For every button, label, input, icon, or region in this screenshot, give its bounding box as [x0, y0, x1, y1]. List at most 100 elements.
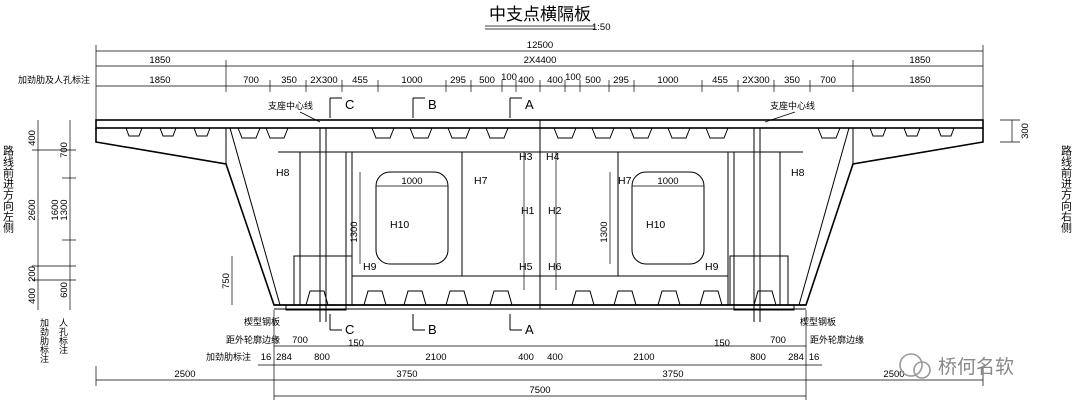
stiff-label-bottom: 加劲肋标注: [206, 351, 251, 363]
svg-text:1300: 1300: [59, 199, 70, 220]
section-c-bottom: C: [345, 322, 354, 337]
svg-text:H7: H7: [618, 175, 632, 187]
svg-text:800: 800: [750, 352, 766, 363]
svg-text:100: 100: [565, 72, 581, 83]
svg-text:H9: H9: [705, 261, 719, 273]
svg-text:H8: H8: [276, 167, 290, 179]
section-markers-bottom: [329, 314, 522, 331]
row3-ticks: [269, 80, 811, 92]
svg-text:400: 400: [518, 352, 534, 363]
support-line-right: 支座中心线: [770, 100, 815, 112]
section-b-top: B: [428, 97, 437, 112]
svg-text:700: 700: [243, 75, 259, 86]
right-dim-300: 300: [1020, 123, 1031, 139]
drawing-scale: 1:50: [592, 22, 611, 33]
wedge-plate-right-label: 楔型钢板: [800, 316, 836, 328]
manhole-right-width: 1000: [657, 176, 678, 187]
top-row3-dims: 1850 700 350 2X300 455 1000 295 500 100 …: [149, 72, 930, 86]
svg-text:400: 400: [27, 130, 38, 146]
svg-text:1600: 1600: [50, 199, 61, 220]
left-vertical-dims: 400 2600 200 400 700 1600 1300 600: [27, 120, 76, 310]
svg-text:200: 200: [27, 266, 38, 282]
manhole-left: [375, 171, 449, 265]
bottom-row2-dims: 2500 3750 3750 2500 7500: [95, 310, 984, 400]
svg-text:455: 455: [712, 75, 728, 86]
girder-outline: [95, 119, 984, 310]
svg-text:400: 400: [518, 75, 534, 86]
svg-text:295: 295: [613, 75, 629, 86]
top-u-ribs: [125, 127, 955, 139]
svg-text:3750: 3750: [662, 369, 683, 380]
svg-text:H2: H2: [548, 205, 562, 217]
row3-label: 加劲肋及人孔标注: [18, 74, 90, 86]
wedge-plate-left: [285, 304, 347, 311]
h-labels: H8 H3 H4 H8 H7 H7 H1 H2 H10 H10 H9 H5 H6…: [276, 151, 805, 273]
svg-text:1850: 1850: [909, 75, 930, 86]
svg-text:1000: 1000: [401, 75, 422, 86]
svg-text:500: 500: [479, 75, 495, 86]
section-c-top: C: [345, 97, 354, 112]
svg-text:284: 284: [788, 352, 804, 363]
outer-edge-right: 距外轮廓边缘: [810, 334, 864, 346]
svg-text:H6: H6: [548, 261, 562, 273]
svg-text:H10: H10: [390, 219, 409, 231]
svg-text:295: 295: [450, 75, 466, 86]
svg-text:2500: 2500: [174, 369, 195, 380]
svg-text:1850: 1850: [149, 75, 170, 86]
svg-text:400: 400: [547, 75, 563, 86]
manhole-left-width: 1000: [401, 176, 422, 187]
outer-edge-left: 距外轮廓边缘: [226, 334, 280, 346]
svg-text:2X300: 2X300: [742, 75, 769, 86]
svg-text:H1: H1: [521, 205, 535, 217]
svg-text:455: 455: [352, 75, 368, 86]
dim-bottom-total: 7500: [529, 385, 550, 396]
bearing-box-right: [729, 255, 789, 306]
dim-top-row2-right: 1850: [909, 55, 930, 66]
section-a-top: A: [525, 97, 534, 112]
support-line-left: 支座中心线: [268, 100, 313, 112]
svg-text:2600: 2600: [27, 199, 38, 220]
right-side-label: 路线前进方向右侧: [1060, 145, 1073, 234]
svg-text:1000: 1000: [657, 75, 678, 86]
left-side-label: 路线前进方向左侧: [2, 145, 15, 234]
svg-text:H8: H8: [791, 167, 805, 179]
left-vert-manhole-label: 人孔标注: [57, 318, 68, 354]
svg-text:700: 700: [59, 142, 70, 158]
svg-text:16: 16: [261, 352, 272, 363]
watermark-text: 桥何名软: [938, 356, 1014, 378]
svg-text:150: 150: [348, 338, 364, 349]
dim-top-total: 12500: [527, 40, 553, 51]
top-dimension-lines: [95, 45, 984, 120]
section-markers-top: [329, 97, 522, 118]
drawing-title: 中支点横隔板: [489, 5, 591, 25]
wedge-plate-left-label: 楔型钢板: [244, 316, 280, 328]
manhole-left-height: 1300: [349, 221, 360, 242]
dim-top-row2-left: 1850: [149, 55, 170, 66]
svg-text:800: 800: [314, 352, 330, 363]
manhole-right: [631, 171, 705, 265]
bottom-u-ribs: [305, 290, 777, 306]
svg-text:500: 500: [585, 75, 601, 86]
manhole-right-height: 1300: [599, 221, 610, 242]
svg-text:150: 150: [714, 338, 730, 349]
svg-text:2100: 2100: [633, 352, 654, 363]
lower-700-left: 700: [292, 335, 308, 346]
svg-text:16: 16: [809, 352, 820, 363]
left-vert-stiff-label: 加劲肋标注: [38, 318, 49, 363]
svg-text:2X300: 2X300: [310, 75, 337, 86]
svg-text:H5: H5: [519, 261, 533, 273]
svg-text:2500: 2500: [883, 369, 904, 380]
svg-text:284: 284: [276, 352, 292, 363]
watermark: 桥何名软: [899, 353, 1014, 379]
dim-top-row2-mid: 2X4400: [524, 55, 557, 66]
svg-text:H9: H9: [363, 261, 377, 273]
svg-text:600: 600: [59, 282, 70, 298]
svg-text:H4: H4: [546, 151, 560, 163]
svg-text:400: 400: [27, 288, 38, 304]
lower-700-right: 700: [770, 335, 786, 346]
bearing-height: 750: [221, 273, 232, 289]
svg-text:350: 350: [281, 75, 297, 86]
bearing-box-left: [293, 255, 353, 306]
svg-text:2100: 2100: [425, 352, 446, 363]
